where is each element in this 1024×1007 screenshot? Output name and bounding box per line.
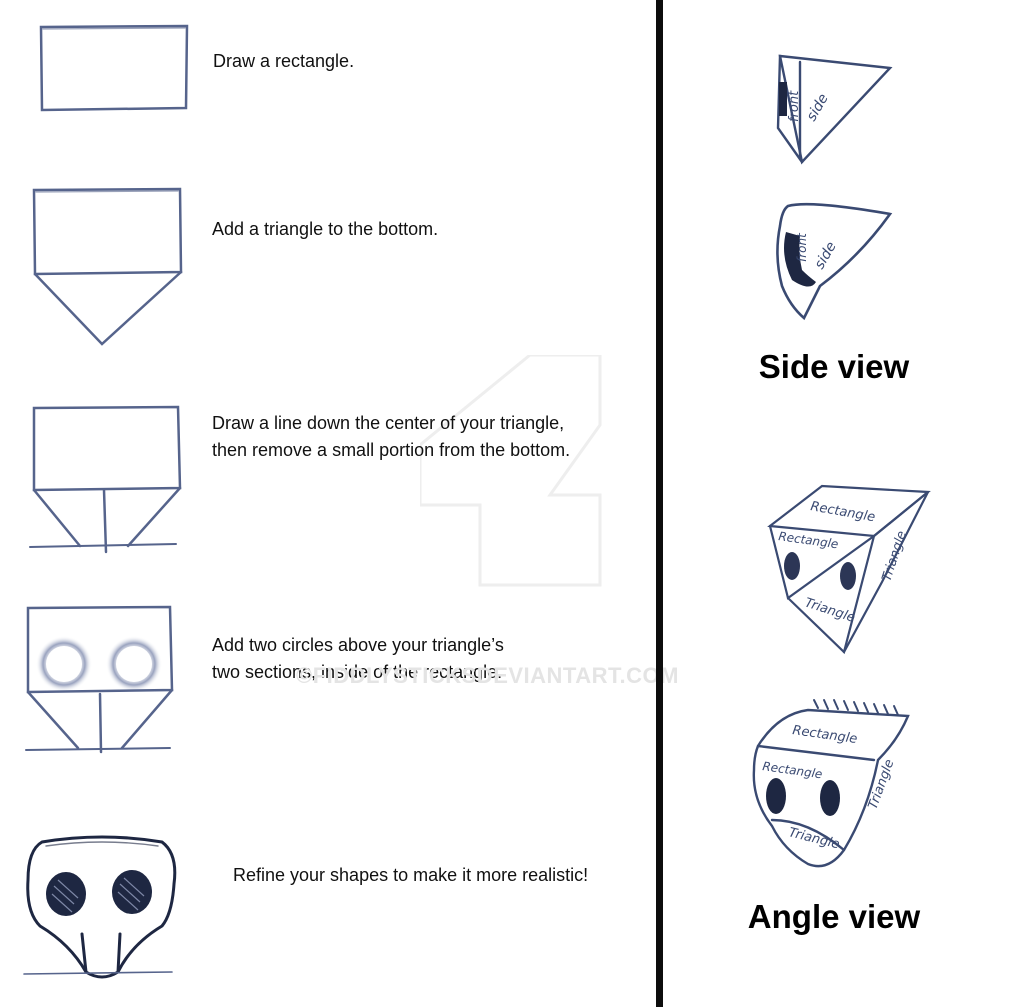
side-side-label-2: side xyxy=(812,239,840,272)
step4-instruction: Add two circles above your triangle’s tw… xyxy=(212,635,504,682)
side-side-label: side xyxy=(804,91,832,124)
side-view-wedge-sketch: front side xyxy=(776,54,893,165)
step1-rectangle-drawing xyxy=(39,24,189,112)
angle-top-label: Rectangle xyxy=(809,499,876,525)
step4-circles-drawing xyxy=(25,605,174,754)
watermark-logo xyxy=(420,355,602,587)
angle-right-label-2: Triangle xyxy=(866,757,898,811)
side-front-label-2: front xyxy=(795,232,809,262)
watermark-text: ©FIDDLYSTICKSDEVIANTART.COM xyxy=(296,663,679,688)
step2-instruction: Add a triangle to the bottom. xyxy=(212,219,439,239)
step3-instruction: Draw a line down the center of your tria… xyxy=(212,413,571,460)
panel-divider xyxy=(656,0,663,1007)
side-front-label: front xyxy=(787,90,802,122)
step5-refined-nose-drawing xyxy=(23,835,177,979)
angle-view-refined-sketch: Rectangle Rectangle Triangle Triangle xyxy=(752,699,910,868)
step5-instruction: Refine your shapes to make it more reali… xyxy=(233,865,589,885)
angle-front-label-2: Rectangle xyxy=(762,759,824,781)
angle-right-label: Triangle xyxy=(880,529,910,583)
step3-split-triangle-drawing xyxy=(29,405,182,554)
side-view-refined-sketch: front side xyxy=(776,202,893,321)
step2-rectangle-triangle-drawing xyxy=(32,187,183,346)
side-view-caption: Side view xyxy=(758,348,910,385)
angle-top-label-2: Rectangle xyxy=(791,723,858,747)
angle-view-caption: Angle view xyxy=(747,898,921,935)
angle-view-box-sketch: Rectangle Rectangle Triangle Triangle xyxy=(767,484,931,655)
step1-instruction: Draw a rectangle. xyxy=(213,51,355,71)
